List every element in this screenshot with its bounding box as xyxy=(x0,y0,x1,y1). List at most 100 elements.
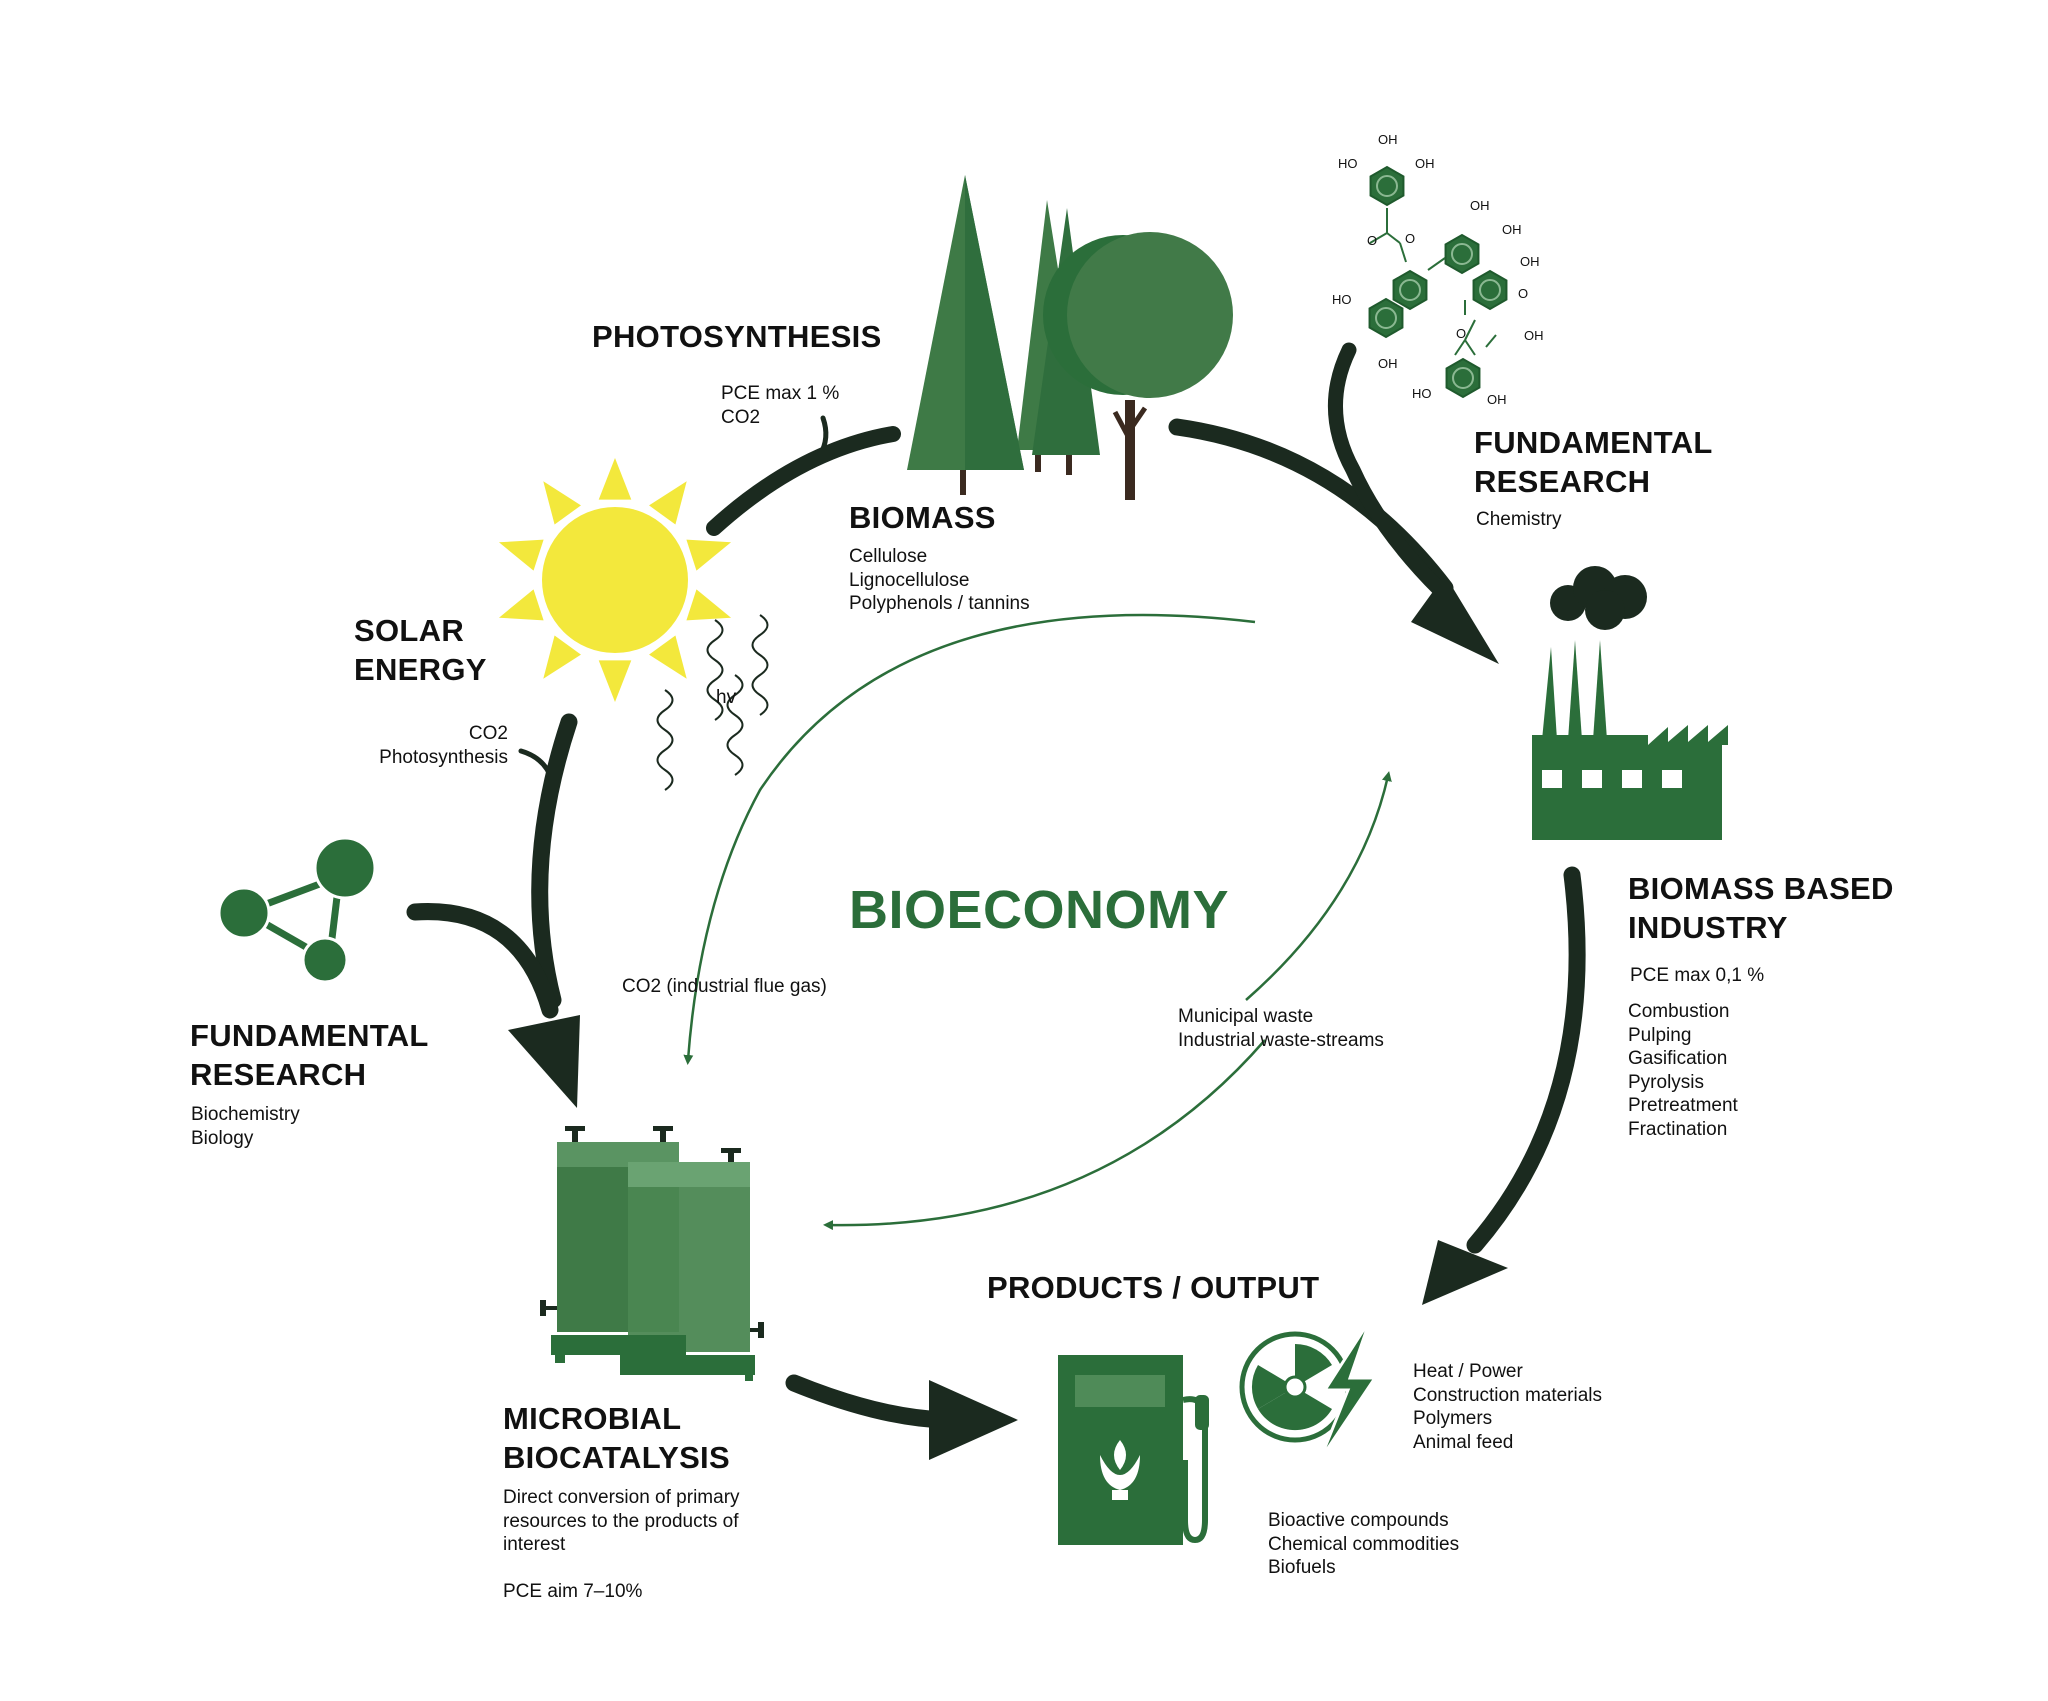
product-item: Heat / Power xyxy=(1413,1361,1523,1382)
microbial-pce: PCE aim 7–10% xyxy=(503,1581,643,1602)
industry-title: BIOMASS BASED INDUSTRY xyxy=(1628,869,1894,947)
title-line: INDUSTRY xyxy=(1628,910,1788,945)
title-line: BIOMASS BASED xyxy=(1628,871,1894,906)
fundamental-research-chem-subtitle: Chemistry xyxy=(1476,509,1562,530)
arrowhead-output xyxy=(929,1380,1018,1460)
sun-ray xyxy=(649,635,687,679)
hv-label: hv xyxy=(716,687,737,708)
ring-inner xyxy=(1451,243,1473,265)
products-energy-list: Heat / Power Construction materials Poly… xyxy=(1413,1360,1602,1454)
fuel-pump-icon xyxy=(1058,1355,1209,1545)
waste-item: Municipal waste xyxy=(1178,1006,1314,1027)
arrowhead-reactor xyxy=(508,1015,580,1108)
product-item: Polymers xyxy=(1413,1408,1493,1429)
process-item: Combustion xyxy=(1628,1001,1730,1022)
fundamental-research-bio-details: Biochemistry Biology xyxy=(191,1103,300,1150)
sun-ray xyxy=(598,660,632,702)
benzene-ring xyxy=(1472,269,1508,311)
atom-label: OH xyxy=(1502,222,1522,237)
microbial-title: MICROBIAL BIOCATALYSIS xyxy=(503,1399,730,1477)
microbial-line: resources to the products of xyxy=(503,1510,739,1532)
product-item: Biofuels xyxy=(1268,1557,1336,1578)
product-item: Bioactive compounds xyxy=(1268,1510,1449,1531)
benzene-ring xyxy=(1392,269,1428,311)
arrow-trees-to-factory xyxy=(1168,418,1454,597)
bio-item: Biology xyxy=(191,1127,254,1149)
atom-label: OH xyxy=(1520,254,1540,269)
title-line: RESEARCH xyxy=(1474,464,1651,499)
fundamental-research-chem-title: FUNDAMENTAL RESEARCH xyxy=(1474,423,1713,501)
sun-ray xyxy=(543,481,581,525)
microbial-line: interest xyxy=(503,1534,566,1555)
biomass-details: Cellulose Lignocellulose Polyphenols / t… xyxy=(849,545,1030,616)
light-waves-icon xyxy=(656,614,769,791)
arrow-sun-to-trees xyxy=(706,426,901,536)
solar-co2: CO2 xyxy=(468,723,508,744)
arrow-waste-to-reactor xyxy=(823,1039,1266,1231)
arrowhead-products xyxy=(1422,1240,1508,1305)
microbial-line: Direct conversion of primary xyxy=(503,1487,740,1508)
solar-tick xyxy=(518,748,555,783)
process-item: Gasification xyxy=(1628,1048,1728,1069)
atom-label: OH xyxy=(1415,156,1435,171)
atom-label: O xyxy=(1367,233,1377,248)
product-item: Chemical commodities xyxy=(1268,1533,1460,1555)
photosynthesis-title: PHOTOSYNTHESIS xyxy=(592,319,882,354)
industry-processes: Combustion Pulping Gasification Pyrolysi… xyxy=(1628,1000,1738,1141)
sun-ray xyxy=(498,539,544,571)
fundamental-research-bio-title: FUNDAMENTAL RESEARCH xyxy=(190,1016,429,1094)
benzene-ring xyxy=(1368,297,1404,339)
bioreactor-icon xyxy=(540,1126,764,1381)
process-item: Pyrolysis xyxy=(1628,1071,1705,1093)
sun-ray xyxy=(498,589,544,621)
process-item: Pretreatment xyxy=(1628,1095,1738,1116)
sun-ray xyxy=(543,635,581,679)
factory-icon xyxy=(1532,566,1728,840)
waste-item: Industrial waste-streams xyxy=(1178,1029,1384,1051)
atom-label: O xyxy=(1405,231,1415,246)
product-item: Animal feed xyxy=(1413,1431,1514,1453)
arrow-factory-to-products xyxy=(1466,866,1586,1254)
molecule-nodes-icon xyxy=(217,836,377,984)
arrow-research-to-reactor xyxy=(406,903,559,1019)
sun-ray xyxy=(649,481,687,525)
solar-photosynthesis: Photosynthesis xyxy=(379,746,508,768)
title-line: FUNDAMENTAL xyxy=(1474,425,1713,460)
ring-inner xyxy=(1452,367,1474,389)
bioeconomy-title: BIOECONOMY xyxy=(849,880,1230,940)
benzene-ring xyxy=(1444,233,1480,275)
arrow-sun-to-reactor xyxy=(531,713,578,1009)
ring-inner xyxy=(1376,175,1398,197)
title-line: SOLAR xyxy=(354,613,464,648)
atom-label: OH xyxy=(1487,392,1507,407)
products-bio-list: Bioactive compounds Chemical commodities… xyxy=(1268,1509,1459,1580)
title-line: FUNDAMENTAL xyxy=(190,1018,429,1053)
photosynthesis-pce: PCE max 1 % xyxy=(721,383,840,404)
ring-inner xyxy=(1479,279,1501,301)
bio-item: Biochemistry xyxy=(191,1104,300,1125)
atom-label: O xyxy=(1518,286,1528,301)
trees-icon xyxy=(907,175,1233,500)
benzene-ring xyxy=(1369,165,1405,207)
sun-icon xyxy=(498,458,732,702)
atom-label: OH xyxy=(1524,328,1544,343)
title-line: ENERGY xyxy=(354,652,487,687)
solar-energy-details: CO2 Photosynthesis xyxy=(352,722,508,769)
product-item: Construction materials xyxy=(1413,1384,1603,1406)
photosynthesis-tick xyxy=(817,415,829,458)
waste-streams-label: Municipal waste Industrial waste-streams xyxy=(1178,1005,1384,1052)
products-title: PRODUCTS / OUTPUT xyxy=(987,1270,1320,1305)
industry-pce: PCE max 0,1 % xyxy=(1630,965,1765,986)
atom-label: O xyxy=(1456,326,1466,341)
arrow-reactor-to-products xyxy=(785,1374,954,1429)
solar-energy-title: SOLAR ENERGY xyxy=(354,611,487,689)
sun-ray xyxy=(686,539,732,571)
sun-ray xyxy=(598,458,632,500)
co2-flue-gas-label: CO2 (industrial flue gas) xyxy=(622,976,827,997)
atom-label: HO xyxy=(1412,386,1432,401)
photosynthesis-co2: CO2 xyxy=(721,406,761,428)
title-line: BIOCATALYSIS xyxy=(503,1440,730,1475)
process-item: Pulping xyxy=(1628,1024,1692,1046)
